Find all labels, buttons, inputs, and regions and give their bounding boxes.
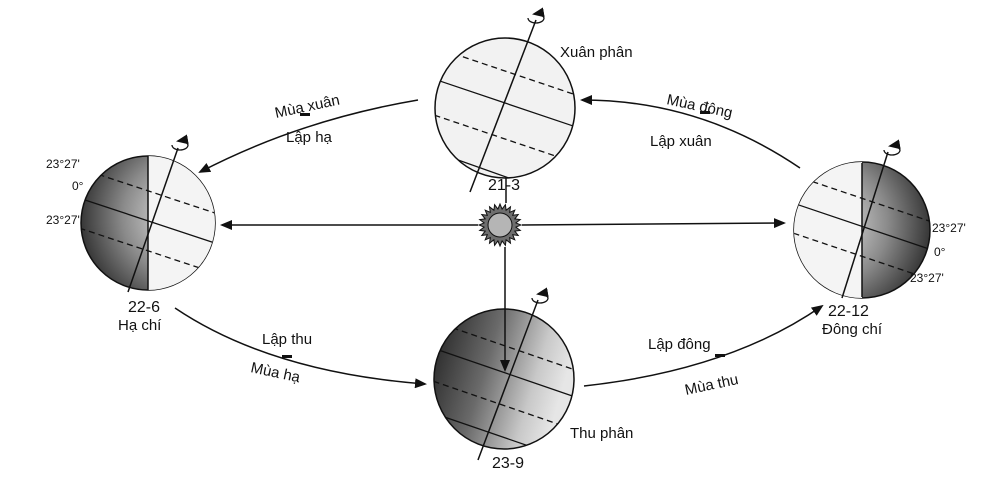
day-side — [780, 150, 862, 310]
season-spring-label: Mùa xuân — [273, 92, 341, 122]
lat-equator-label: 0° — [72, 179, 84, 193]
globe-summer: 23°27' 0° 23°27' 22-6 Hạ chí — [46, 141, 230, 334]
lat-north-label: 23°27' — [46, 157, 80, 171]
sun-core — [488, 213, 512, 237]
solar-term-autumn-begin: Lập thu — [262, 331, 312, 348]
globe-winter: 23°27' 0° 23°27' 22-12 Đông chí — [780, 146, 966, 338]
rotation-arrow-icon — [532, 294, 548, 303]
globe-winter-date: 22-12 — [828, 303, 869, 320]
season-autumn-label: Mùa thu — [683, 371, 740, 399]
sun-icon — [479, 204, 521, 246]
globe-spring-label: Xuân phân — [560, 44, 633, 61]
solar-term-winter-begin: Lập đông — [648, 336, 711, 353]
globe-autumn: Thu phân 23-9 — [424, 294, 633, 472]
globe-summer-label: Hạ chí — [118, 317, 162, 334]
rotation-arrow-icon — [884, 146, 900, 155]
globe-spring: Xuân phân 21-3 — [425, 14, 633, 205]
globe-spring-date: 21-3 — [488, 177, 520, 194]
solar-term-summer-begin: Lập hạ — [286, 129, 333, 146]
lat-north-label: 23°27' — [932, 221, 966, 235]
ray-to-winter — [522, 223, 784, 225]
season-winter-label: Mùa đông — [665, 91, 734, 122]
globe-autumn-label: Thu phân — [570, 425, 633, 442]
globe-summer-date: 22-6 — [128, 299, 160, 316]
lat-equator-label: 0° — [934, 245, 946, 259]
globe-autumn-date: 23-9 — [492, 455, 524, 472]
lat-south-label: 23°27' — [46, 213, 80, 227]
lat-south-label: 23°27' — [910, 271, 944, 285]
rotation-arrow-icon — [172, 141, 188, 150]
globe-winter-label: Đông chí — [822, 321, 883, 338]
season-summer-label: Mùa hạ — [249, 359, 302, 386]
solar-term-spring-begin: Lập xuân — [650, 133, 712, 150]
